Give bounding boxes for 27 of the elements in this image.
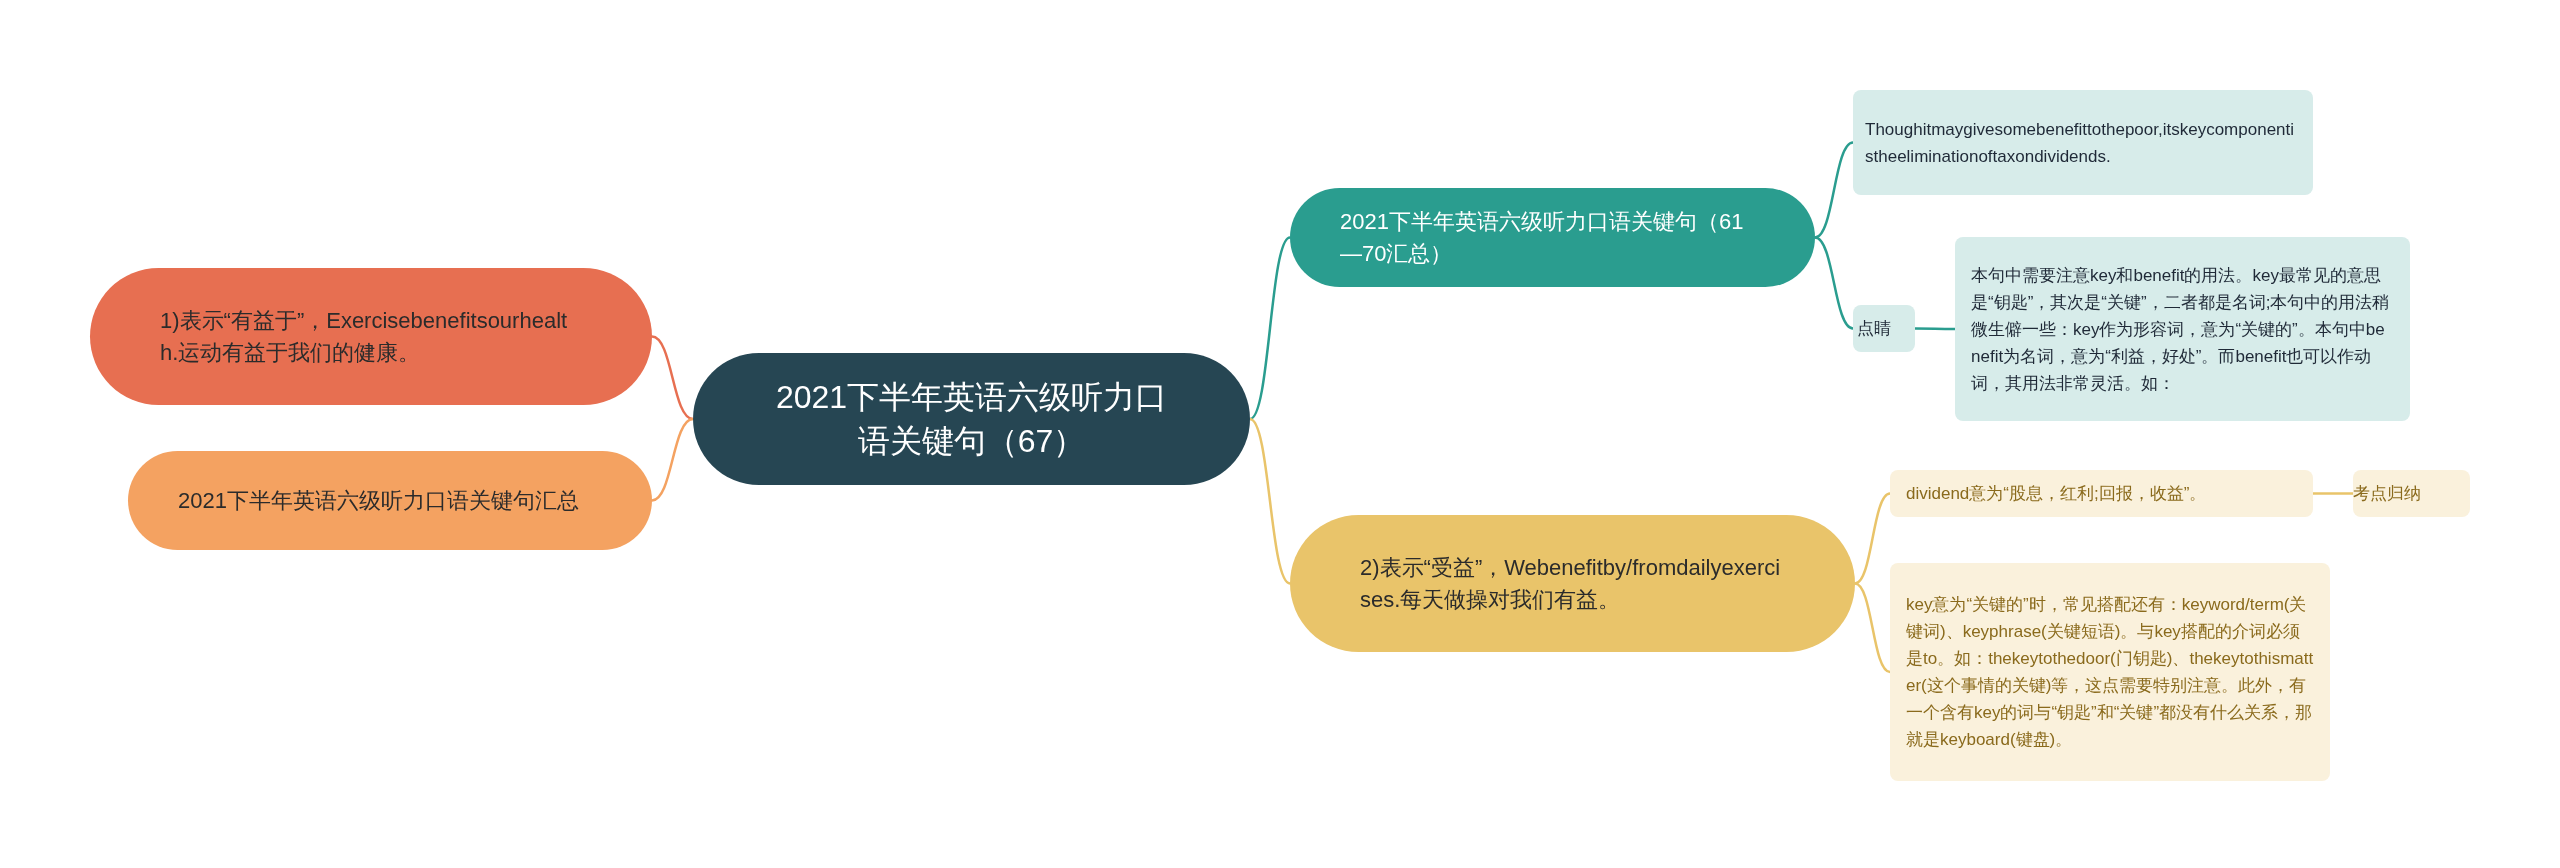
tag-card xyxy=(1853,305,1915,352)
connector-line xyxy=(1249,236,1291,420)
note-card xyxy=(1890,470,2313,517)
tag-card xyxy=(2353,470,2470,517)
connector-line xyxy=(1854,492,1891,585)
node-text: dividend意为“股息，红利;回报，收益”。 xyxy=(1906,482,2208,505)
node-text: 考点归纳 xyxy=(2353,482,2422,505)
node-text: 2021下半年英语六级听力口语关键句（67） xyxy=(774,378,1169,461)
connector-line xyxy=(1915,327,1955,331)
connector-line xyxy=(651,335,694,421)
note-card xyxy=(1955,237,2410,421)
node-text: 2021下半年英语六级听力口语关键句汇总 xyxy=(178,486,580,515)
note-card xyxy=(1853,90,2313,195)
connector-line xyxy=(1814,141,1854,239)
connector-line xyxy=(651,417,694,502)
note-card xyxy=(1890,563,2330,781)
node-text: 2021下半年英语六级听力口语关键句（61—70汇总） xyxy=(1340,207,1745,268)
connector-line xyxy=(2313,492,2353,495)
connector-line xyxy=(1854,582,1891,674)
node-text: key意为“关键的”时，常见搭配还有：keyword/term(关键词)、keyphrase(关键短语)。与key搭配的介词必须是to。如：thekeytothedoor(门钥匙)、thekeytothismatter(这个事情的关键)等，这点需要特别注意。此外，有一个含有key的词与“钥匙”和“关键”都没有什么关系，那就是keyboard(键盘)。 xyxy=(1906,594,2314,751)
node-text: 本句中需要注意key和benefit的用法。key最常见的意思是“钥匙”，其次是“关键”，二者都是名词;本句中的用法稍微生僻一些：key作为形容词，意为“关键的”。本句中benefit为名词，意为“利益，好处”。而benefit也可以作动词，其用法非常灵活。如： xyxy=(1971,264,2391,395)
node-text: 点睛 xyxy=(1857,317,1892,340)
connector-line xyxy=(1249,417,1291,585)
node-text: Thoughitmaygivesomebenefittothepoor,itskeycomponentistheeliminationoftaxondividends. xyxy=(1865,118,2296,168)
node-text: 2)表示“受益”，Webenefitby/fromdailyexercises.每天做操对我们有益。 xyxy=(1360,553,1782,614)
node-text: 1)表示“有益于”，Exercisebenefitsourhealth.运动有益于我们的健康。 xyxy=(160,306,569,367)
connector-line xyxy=(1814,236,1854,330)
